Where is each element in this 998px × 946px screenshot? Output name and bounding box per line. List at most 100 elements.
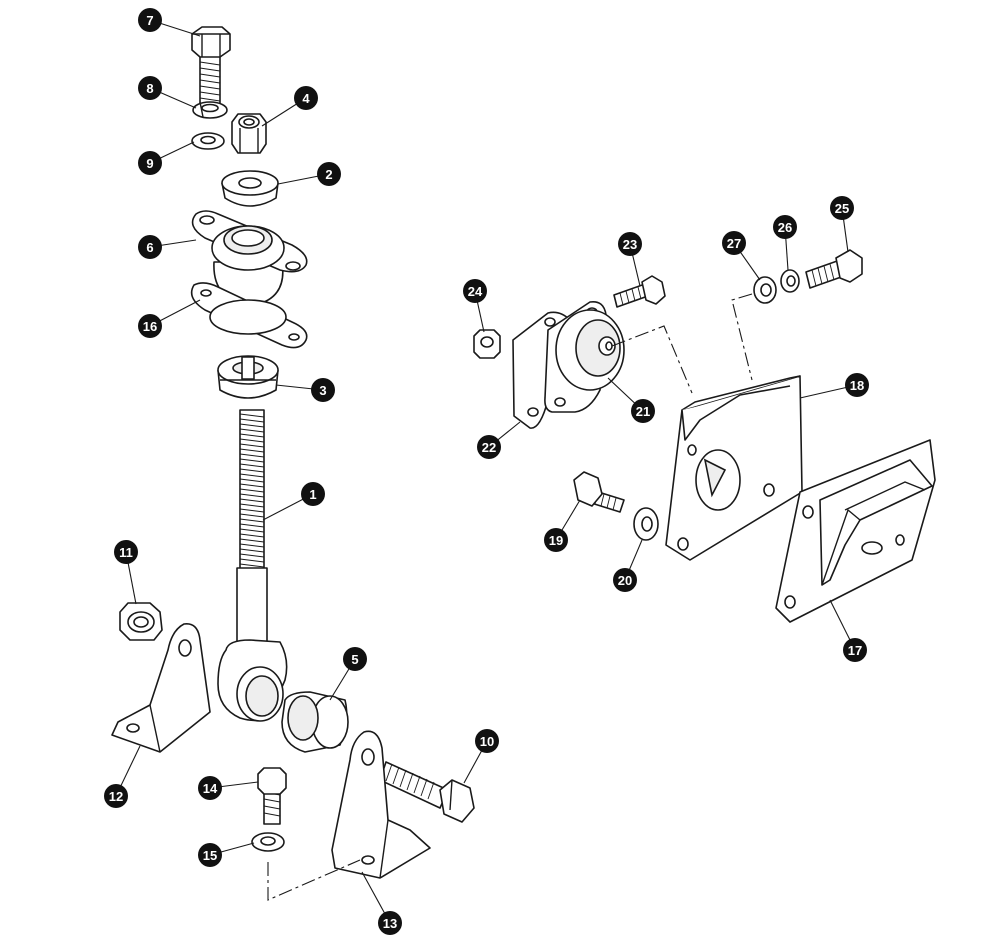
callout-number: 1	[309, 487, 316, 502]
callout-number: 24	[468, 284, 483, 299]
callout-22: 22	[477, 435, 501, 459]
callout-bubble	[477, 435, 501, 459]
callout-26: 26	[773, 215, 797, 239]
callout-bubble	[613, 568, 637, 592]
callout-1: 1	[301, 482, 325, 506]
part-7-hex-bolt	[191, 26, 231, 106]
callout-6: 6	[138, 235, 162, 259]
callout-number: 11	[119, 545, 133, 560]
callout-number: 6	[146, 240, 153, 255]
callout-23: 23	[618, 232, 642, 256]
callout-number: 22	[482, 440, 496, 455]
callout-bubble	[773, 215, 797, 239]
part-8-lock-washer	[192, 101, 228, 119]
part-24-nut	[473, 329, 501, 359]
callout-number: 2	[325, 167, 332, 182]
part-14-small-bolt	[257, 767, 287, 825]
callout-number: 19	[549, 533, 563, 548]
callout-9: 9	[138, 151, 162, 175]
callout-bubble	[843, 638, 867, 662]
callout-number: 27	[727, 236, 741, 251]
callout-number: 16	[143, 319, 157, 334]
callout-bubble	[845, 373, 869, 397]
callout-bubble	[294, 86, 318, 110]
callout-number: 26	[778, 220, 792, 235]
part-15-washer	[251, 832, 285, 852]
callout-bubble	[198, 776, 222, 800]
callout-number: 20	[618, 573, 632, 588]
part-16-gasket	[190, 282, 308, 349]
callout-21: 21	[631, 399, 655, 423]
callout-bubble	[114, 540, 138, 564]
callout-10: 10	[475, 729, 499, 753]
callout-bubble	[343, 647, 367, 671]
centerline-21-18	[611, 325, 693, 394]
part-1-threaded-rod	[217, 409, 288, 722]
callout-number: 13	[383, 916, 397, 931]
part-2-cup-washer	[221, 170, 279, 207]
part-6-rubber-mount	[191, 210, 308, 307]
part-3-slotted-collar	[217, 355, 279, 399]
callout-bubble	[104, 784, 128, 808]
part-12-bracket-left	[111, 623, 211, 753]
callout-14: 14	[198, 776, 222, 800]
callout-layer: 7849261631115121014151323242726251821221…	[104, 8, 869, 935]
callout-bubble	[830, 196, 854, 220]
callout-25: 25	[830, 196, 854, 220]
part-9-flat-washer	[191, 132, 225, 150]
callout-bubble	[378, 911, 402, 935]
callout-bubble	[311, 378, 335, 402]
callout-bubble	[138, 76, 162, 100]
callout-bubble	[631, 399, 655, 423]
callout-18: 18	[845, 373, 869, 397]
part-20-washer	[633, 507, 659, 541]
callout-number: 7	[146, 13, 153, 28]
centerline-27-18	[731, 293, 753, 381]
part-21-rubber-mount	[544, 300, 625, 413]
callout-bubble	[317, 162, 341, 186]
callout-number: 10	[480, 734, 494, 749]
callout-5: 5	[343, 647, 367, 671]
callout-number: 25	[835, 201, 849, 216]
callout-number: 15	[203, 848, 217, 863]
callout-number: 8	[146, 81, 153, 96]
callout-number: 21	[636, 404, 650, 419]
callout-bubble	[138, 8, 162, 32]
centerline-14-13	[267, 859, 361, 901]
callout-4: 4	[294, 86, 318, 110]
callout-8: 8	[138, 76, 162, 100]
callout-11: 11	[114, 540, 138, 564]
callout-number: 12	[109, 789, 123, 804]
callout-13: 13	[378, 911, 402, 935]
part-23-bolt	[613, 275, 666, 308]
part-4-hex-nut	[231, 113, 267, 154]
callout-number: 14	[203, 781, 218, 796]
callout-12: 12	[104, 784, 128, 808]
part-11-flange-nut	[119, 602, 163, 641]
callout-number: 18	[850, 378, 864, 393]
callout-bubble	[544, 528, 568, 552]
callout-bubble	[475, 729, 499, 753]
callout-3: 3	[311, 378, 335, 402]
callout-bubble	[722, 231, 746, 255]
part-18-bracket-plate	[665, 375, 803, 561]
part-27-washer	[753, 276, 777, 304]
callout-number: 9	[146, 156, 153, 171]
callout-bubble	[301, 482, 325, 506]
callout-number: 5	[351, 652, 358, 667]
callout-2: 2	[317, 162, 341, 186]
callout-bubble	[138, 151, 162, 175]
part-26-lock-washer	[780, 269, 800, 293]
callout-number: 3	[319, 383, 326, 398]
callout-17: 17	[843, 638, 867, 662]
callout-24: 24	[463, 279, 487, 303]
part-17-mounting-bracket	[775, 439, 936, 623]
part-25-bolt	[805, 249, 863, 289]
callout-27: 27	[722, 231, 746, 255]
callout-bubble	[138, 235, 162, 259]
callout-number: 23	[623, 237, 637, 252]
callout-bubble	[463, 279, 487, 303]
callout-16: 16	[138, 314, 162, 338]
part-5-rubber-bushing	[281, 691, 349, 753]
